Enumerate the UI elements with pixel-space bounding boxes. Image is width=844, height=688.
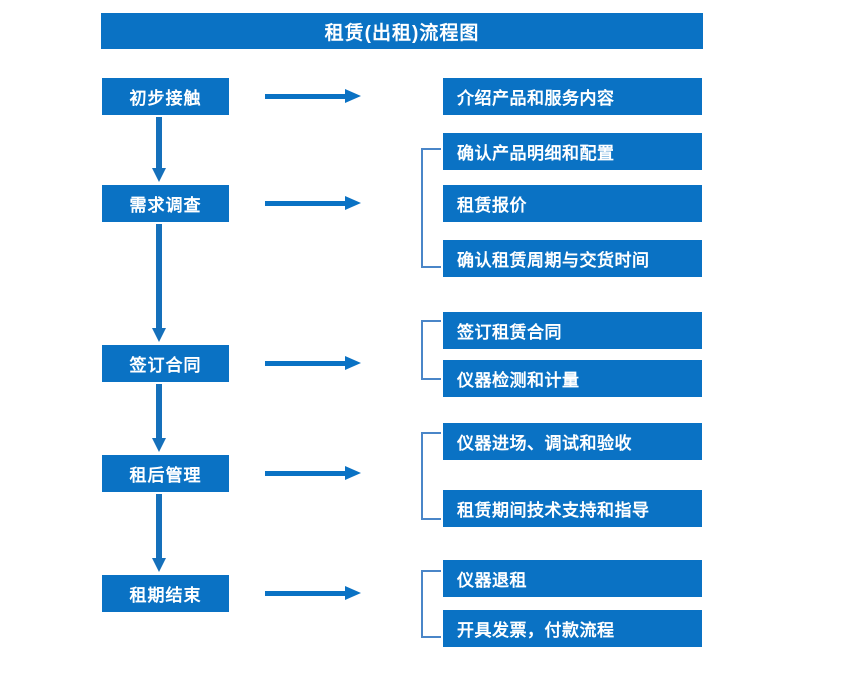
stage-box-initial-contact[interactable]: 初步接触 <box>102 78 229 115</box>
arrow-shaft <box>265 361 347 366</box>
horizontal-arrow-initial-contact <box>265 89 361 103</box>
arrow-shaft <box>156 117 162 169</box>
detail-box-sign-lease-contract[interactable]: 签订租赁合同 <box>443 312 702 349</box>
horizontal-arrow-needs-survey <box>265 196 361 210</box>
arrow-head <box>345 89 361 103</box>
detail-box-confirm-product-spec[interactable]: 确认产品明细和配置 <box>443 133 702 170</box>
arrow-head <box>345 466 361 480</box>
bracket-lease-end-group <box>421 570 441 638</box>
detail-box-invoice-payment[interactable]: 开具发票，付款流程 <box>443 610 702 647</box>
stage-box-lease-end[interactable]: 租期结束 <box>102 575 229 612</box>
bracket-needs-survey-group <box>421 148 441 268</box>
detail-box-introduce-products[interactable]: 介绍产品和服务内容 <box>443 78 702 115</box>
horizontal-arrow-post-rental-mgmt <box>265 466 361 480</box>
vertical-arrow-mgmt-to-lease-end <box>152 494 166 572</box>
arrow-shaft <box>156 384 162 439</box>
arrow-shaft <box>265 201 347 206</box>
vertical-arrow-contract-to-mgmt <box>152 384 166 452</box>
stage-box-sign-contract[interactable]: 签订合同 <box>102 345 229 382</box>
detail-box-instrument-return[interactable]: 仪器退租 <box>443 560 702 597</box>
detail-box-instrument-delivery[interactable]: 仪器进场、调试和验收 <box>443 423 702 460</box>
arrow-shaft <box>265 591 347 596</box>
arrow-shaft <box>265 94 347 99</box>
arrow-head <box>345 196 361 210</box>
arrow-head <box>152 438 166 452</box>
arrow-shaft <box>265 471 347 476</box>
stage-box-needs-survey[interactable]: 需求调查 <box>102 185 229 222</box>
arrow-head <box>345 586 361 600</box>
arrow-head <box>152 328 166 342</box>
detail-box-confirm-lease-period[interactable]: 确认租赁周期与交货时间 <box>443 240 702 277</box>
arrow-head <box>345 356 361 370</box>
flowchart-title: 租赁(出租)流程图 <box>101 13 703 49</box>
arrow-shaft <box>156 224 162 329</box>
detail-box-instrument-testing[interactable]: 仪器检测和计量 <box>443 360 702 397</box>
arrow-head <box>152 558 166 572</box>
arrow-head <box>152 168 166 182</box>
horizontal-arrow-lease-end <box>265 586 361 600</box>
detail-box-rental-quote[interactable]: 租赁报价 <box>443 185 702 222</box>
horizontal-arrow-sign-contract <box>265 356 361 370</box>
bracket-sign-contract-group <box>421 320 441 380</box>
stage-box-post-rental-mgmt[interactable]: 租后管理 <box>102 455 229 492</box>
detail-box-technical-support[interactable]: 租赁期间技术支持和指导 <box>443 490 702 527</box>
vertical-arrow-contact-to-survey <box>152 117 166 182</box>
bracket-post-rental-mgmt-group <box>421 432 441 520</box>
vertical-arrow-survey-to-contract <box>152 224 166 342</box>
arrow-shaft <box>156 494 162 559</box>
